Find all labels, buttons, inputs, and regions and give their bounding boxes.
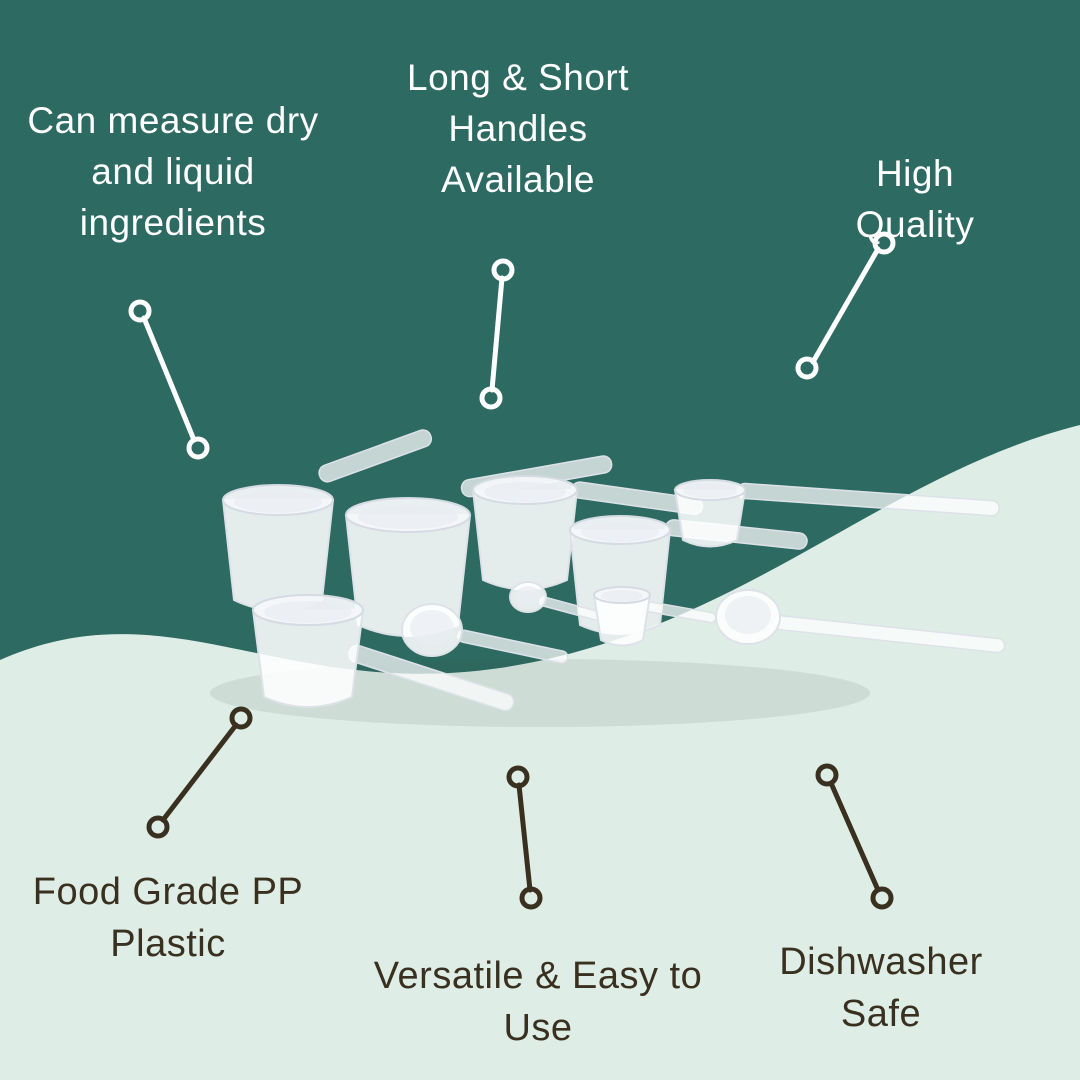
leader-handles bbox=[479, 258, 515, 410]
leader-food-grade bbox=[146, 706, 253, 839]
leader-versatile bbox=[506, 765, 543, 910]
callout-dry-liquid-label: Can measure dry and liquid ingredients bbox=[27, 100, 319, 244]
measuring-cup-large bbox=[221, 429, 433, 612]
leader-dishwasher bbox=[815, 763, 894, 910]
leader-quality bbox=[795, 231, 896, 380]
measuring-cup-medium bbox=[471, 475, 704, 591]
measuring-cup-long-handle bbox=[251, 594, 515, 712]
callout-food-grade-label: Food Grade PP Plastic bbox=[32, 871, 304, 966]
scoop-long-handle bbox=[673, 479, 1000, 548]
measuring-spoon-tiny bbox=[509, 581, 602, 621]
measuring-spoon-long-handle bbox=[715, 589, 1006, 654]
callout-handles-label: Long & Short Handles Available bbox=[407, 57, 629, 201]
mint-region bbox=[0, 425, 1080, 1080]
measuring-scoop-small bbox=[592, 586, 717, 647]
callout-dishwasher-label: Dishwasher Safe bbox=[779, 941, 983, 1036]
product-shadow bbox=[210, 659, 870, 727]
callout-quality-label: High Quality bbox=[855, 153, 975, 246]
measuring-spoon-medium bbox=[401, 603, 569, 664]
leader-dry-liquid bbox=[128, 299, 210, 460]
callout-versatile-label: Versatile & Easy to Use bbox=[373, 955, 703, 1050]
